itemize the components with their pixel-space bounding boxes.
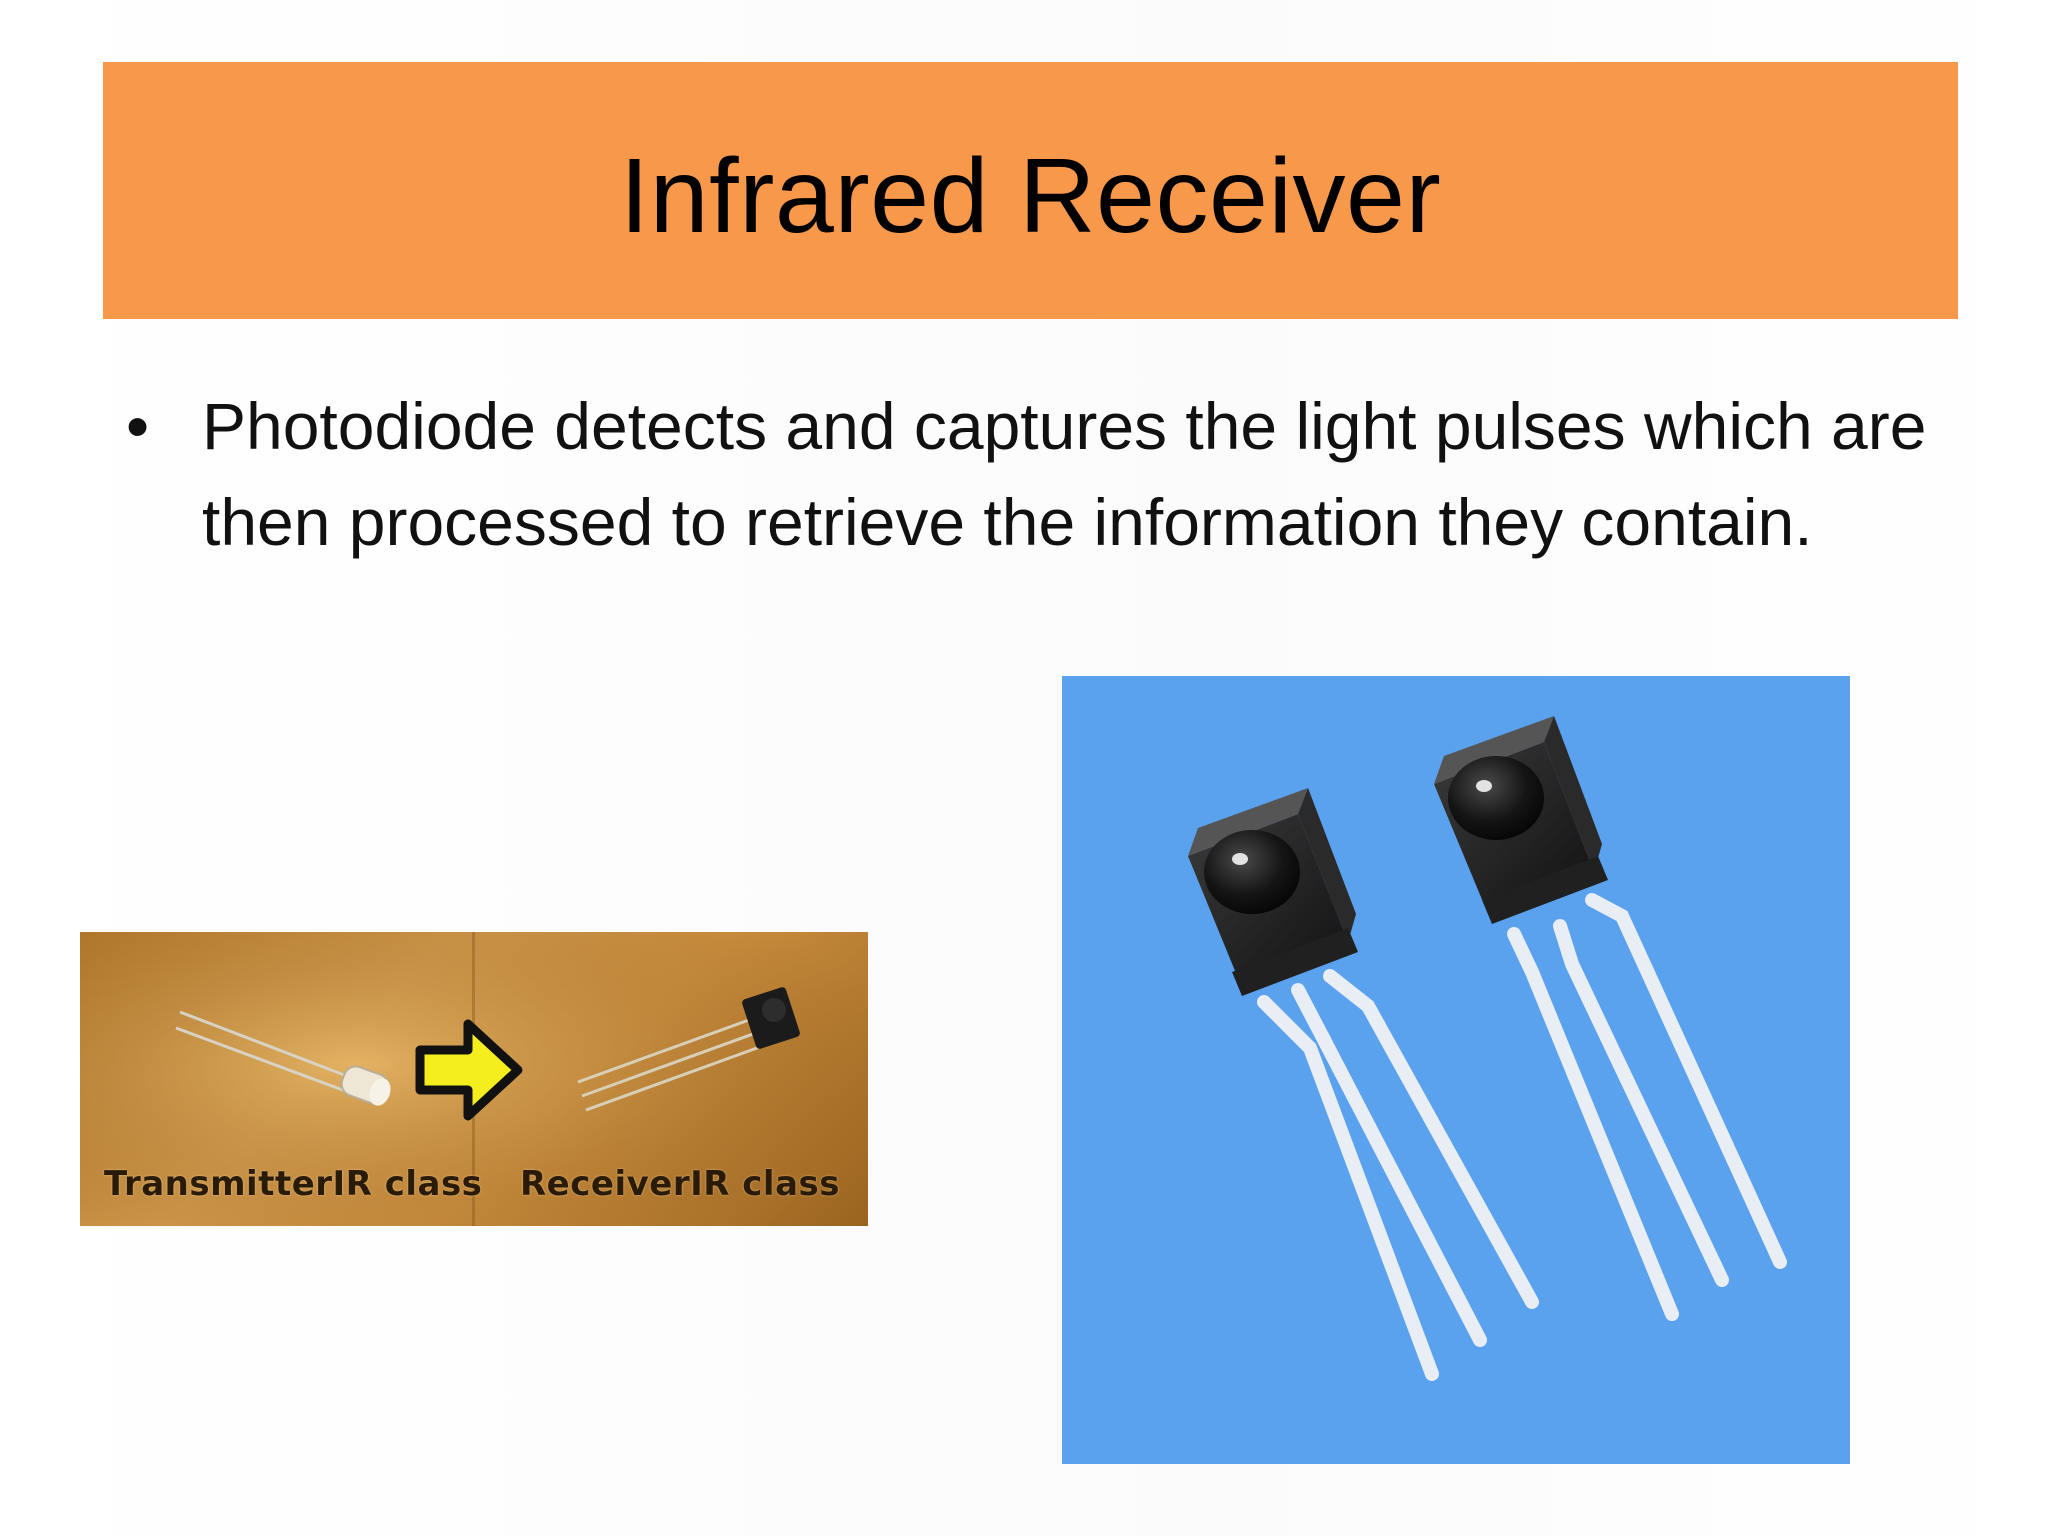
ir-receiver-modules-illustration bbox=[1188, 716, 1787, 1381]
slide-title: Infrared Receiver bbox=[619, 137, 1442, 255]
title-bar: Infrared Receiver bbox=[103, 62, 1958, 319]
receiver-caption: ReceiverIR class bbox=[520, 1164, 840, 1204]
ir-receiver-modules-photo bbox=[1062, 676, 1850, 1464]
bullet-text: Photodiode detects and captures the ligh… bbox=[202, 389, 1927, 559]
transmitter-receiver-photo: TransmitterIR class ReceiverIR class bbox=[80, 932, 868, 1226]
ir-receiver-module-right-icon bbox=[1434, 716, 1787, 1321]
transmitter-caption: TransmitterIR class bbox=[104, 1164, 483, 1204]
ir-receiver-module-left-icon bbox=[1188, 788, 1539, 1381]
transmitter-receiver-illustration bbox=[80, 932, 868, 1226]
arrow-right-icon bbox=[415, 1019, 523, 1121]
ir-receiver-component-icon bbox=[577, 987, 800, 1112]
bullet-dot-icon: • bbox=[126, 389, 150, 463]
bullet-item: • Photodiode detects and captures the li… bbox=[120, 378, 1960, 570]
bullet-list: • Photodiode detects and captures the li… bbox=[120, 378, 1960, 570]
ir-led-icon bbox=[175, 1010, 391, 1106]
